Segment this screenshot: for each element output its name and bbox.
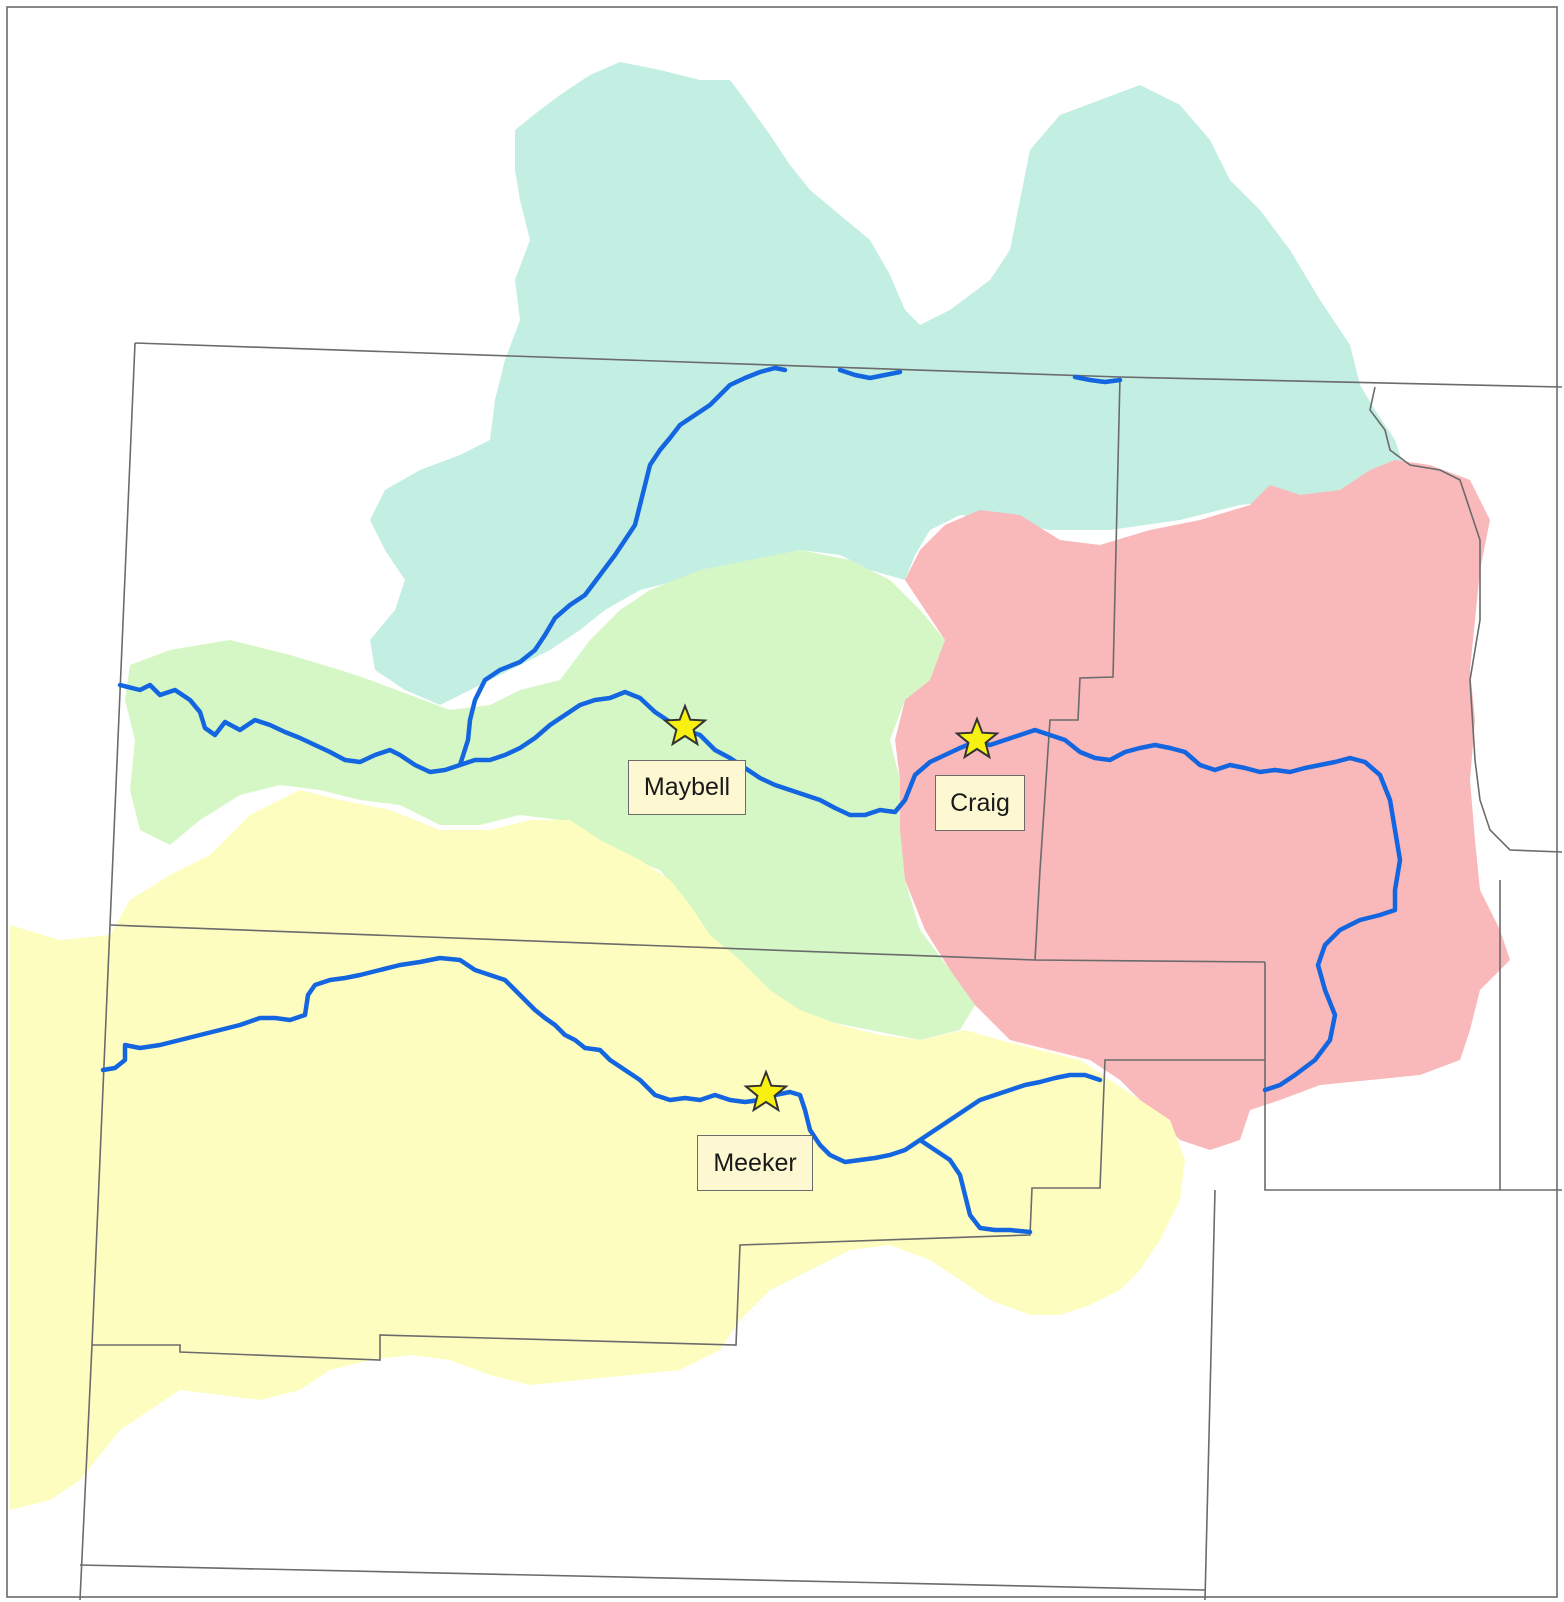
basin-east-region[interactable] (895, 460, 1510, 1150)
label-meeker[interactable]: Meeker (697, 1135, 813, 1191)
river-network (100, 365, 1403, 1235)
river-yampa-main[interactable] (117, 682, 1403, 1093)
boundary-east-step (92, 962, 1266, 1361)
boundary-east-state-upper (1369, 386, 1563, 853)
boundary-lines (6, 6, 1563, 1601)
meeker-star-icon[interactable] (743, 1069, 789, 1113)
boundary-bottom (79, 1564, 1206, 1591)
river-white-tributary[interactable] (917, 1137, 1033, 1235)
label-craig[interactable]: Craig (935, 775, 1025, 831)
craig-star-icon[interactable] (954, 716, 1000, 760)
river-little-snake[interactable] (457, 365, 788, 768)
maybell-star-icon[interactable] (662, 703, 708, 747)
basin-south-region[interactable] (10, 790, 1185, 1510)
boundary-left-upper (109, 342, 136, 926)
basin-middle-region[interactable] (125, 550, 975, 1040)
river-white-main[interactable] (100, 955, 1103, 1165)
river-northern-tributary-2[interactable] (1072, 374, 1123, 385)
boundary-east-lower (1264, 880, 1501, 1191)
boundary-southeast-block (1204, 1189, 1216, 1601)
label-maybell[interactable]: Maybell (628, 760, 746, 815)
place-markers (662, 703, 1000, 1113)
map-border (6, 6, 1558, 1598)
basin-north-region[interactable] (370, 62, 1405, 705)
river-northern-tributary-1[interactable] (837, 367, 903, 381)
boundary-vertical-center (1034, 376, 1121, 961)
